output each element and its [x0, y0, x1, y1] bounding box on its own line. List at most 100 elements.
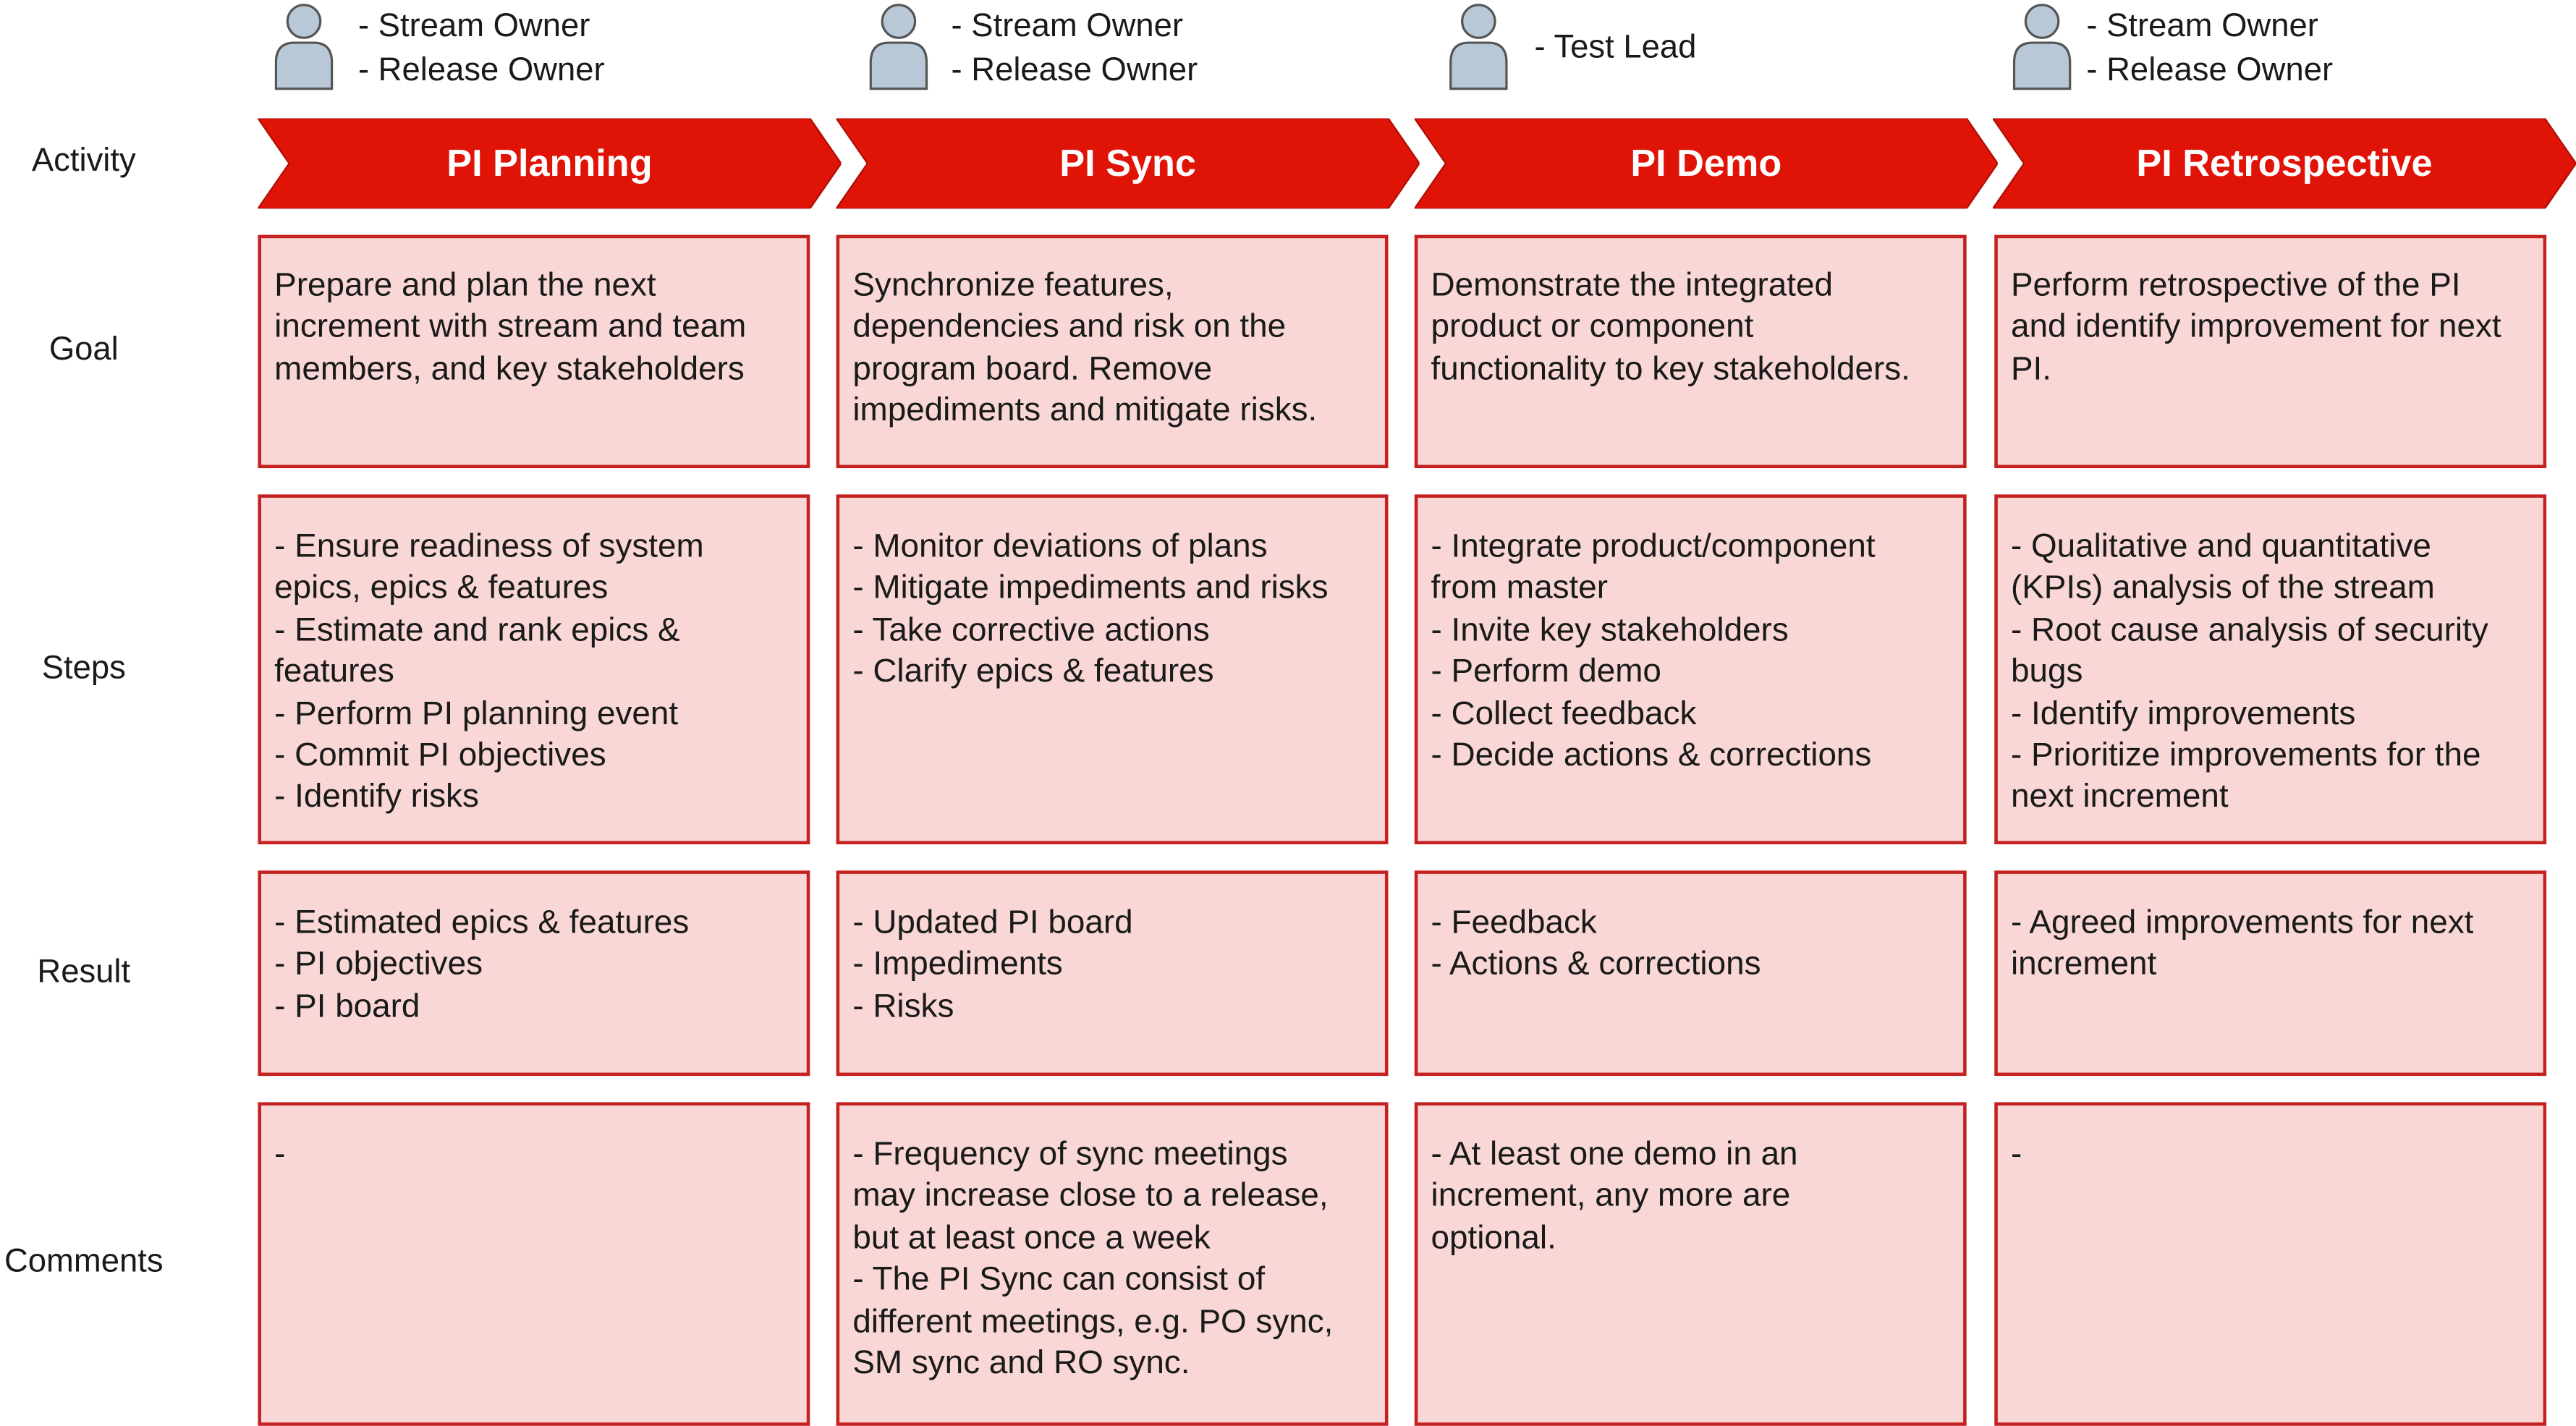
comments-item-line: may increase close to a release,: [852, 1178, 1329, 1215]
result-item-line: - Updated PI board: [852, 904, 1133, 941]
goal-text: Synchronize features,: [852, 268, 1174, 305]
person-icon: [1449, 4, 1508, 90]
person-icon: [274, 4, 334, 90]
goal-text: members, and key stakeholders: [274, 351, 745, 388]
row-label-comments: Comments: [4, 1243, 164, 1280]
role-header: - Stream Owner - Release Owner: [866, 0, 1444, 98]
activity-arrow: PI Demo: [1414, 118, 1998, 209]
steps-item-line: from master: [1431, 570, 1609, 607]
steps-item-line: - Qualitative and quantitative: [2010, 529, 2431, 566]
activity-arrow: PI Planning: [258, 118, 842, 209]
result-item-line: - Risks: [852, 988, 954, 1025]
goal-text: product or component: [1431, 309, 1754, 346]
result-item-line: - PI objectives: [274, 946, 483, 983]
comments-item-line: increment, any more are: [1431, 1178, 1791, 1215]
comment-text: -: [274, 1137, 286, 1174]
role-names: - Stream Owner - Release Owner: [358, 5, 605, 94]
comments-item-line: SM sync and RO sync.: [852, 1345, 1190, 1382]
activity-title: PI Demo: [1630, 141, 1782, 184]
steps-item-line: - Estimate and rank epics &: [274, 612, 680, 649]
steps-item-line: epics, epics & features: [274, 570, 609, 607]
role-header: - Stream Owner - Release Owner: [271, 0, 850, 98]
result-item-line: - Impediments: [852, 946, 1063, 983]
result-box: - Estimated epics & features- PI objecti…: [258, 870, 810, 1077]
steps-item-line: - Take corrective actions: [852, 612, 1210, 649]
comments-box: -: [258, 1102, 810, 1426]
comments-item-line: - Frequency of sync meetings: [852, 1137, 1288, 1174]
chevron-shape: [258, 118, 842, 209]
person-icon: [869, 4, 928, 90]
comments-item-line: different meetings, e.g. PO sync,: [852, 1303, 1334, 1340]
activity-title: PI Planning: [446, 141, 653, 184]
comments-item-line: - The PI Sync can consist of: [852, 1262, 1266, 1299]
role-header: - Stream Owner - Release Owner: [2009, 0, 2576, 98]
result-box: - Updated PI board - Impediments - Risks: [836, 870, 1389, 1077]
result-item-line: - PI board: [274, 988, 420, 1025]
goal-box: Demonstrate the integrated product or co…: [1414, 234, 1967, 469]
steps-item-line: (KPIs) analysis of the stream: [2010, 570, 2435, 607]
result-item-line: - Feedback: [1431, 904, 1597, 941]
steps-item-line: - Clarify epics & features: [852, 654, 1214, 691]
role-name: - Stream Owner: [951, 8, 1184, 45]
comments-box: - Frequency of sync meetings may increase…: [836, 1102, 1389, 1426]
role-names: - Stream Owner - Release Owner: [952, 5, 1198, 94]
chevron-shape: [1992, 118, 2576, 209]
role-name: - Stream Owner: [2086, 8, 2318, 45]
comment-text: -: [2010, 1137, 2022, 1174]
steps-item-line: - Perform demo: [1431, 654, 1661, 691]
row-label-result: Result: [37, 954, 131, 991]
goal-text: program board. Remove: [852, 351, 1213, 388]
activity-arrow: PI Sync: [836, 118, 1420, 209]
comments-box: - At least one demo in an increment, any …: [1414, 1102, 1967, 1426]
steps-item-line: - Root cause analysis of security: [2010, 612, 2488, 649]
role-header: - Test Lead: [1446, 0, 2024, 98]
goal-text: Perform retrospective of the PI: [2010, 268, 2461, 305]
role-name: - Stream Owner: [357, 8, 590, 45]
goal-text: Prepare and plan the next: [274, 268, 656, 305]
steps-item-line: bugs: [2010, 654, 2083, 691]
person-icon: [2012, 4, 2072, 90]
goal-text: Demonstrate the integrated: [1431, 268, 1833, 305]
result-item-line: - Actions & corrections: [1431, 946, 1761, 983]
result-box: - Feedback - Actions & corrections: [1414, 870, 1967, 1077]
steps-item-line: - Commit PI objectives: [274, 737, 606, 774]
steps-box: - Qualitative and quantitative (KPIs) ana…: [1994, 494, 2547, 844]
role-names: - Test Lead: [1535, 26, 1697, 70]
steps-item-line: - Monitor deviations of plans: [852, 529, 1268, 566]
comments-item-line: optional.: [1431, 1220, 1556, 1257]
goal-text: impediments and mitigate risks.: [852, 393, 1318, 430]
steps-item-line: - Identify risks: [274, 779, 479, 816]
steps-item-line: next increment: [2010, 779, 2229, 816]
role-name: - Test Lead: [1534, 29, 1697, 66]
role-names: - Stream Owner - Release Owner: [2086, 5, 2333, 94]
goal-box: Perform retrospective of the PI and iden…: [1994, 234, 2547, 469]
result-item-line: - Agreed improvements for next: [2010, 904, 2474, 941]
role-name: - Release Owner: [2086, 52, 2334, 89]
steps-item-line: - Prioritize improvements for the: [2010, 737, 2481, 774]
steps-item-line: - Collect feedback: [1431, 695, 1697, 732]
steps-item-line: - Identify improvements: [2010, 695, 2356, 732]
steps-item-line: - Ensure readiness of system: [274, 529, 704, 566]
steps-item-line: - Invite key stakeholders: [1431, 612, 1789, 649]
result-item-line: increment: [2010, 946, 2157, 983]
role-name: - Release Owner: [951, 52, 1198, 89]
steps-item-line: features: [274, 654, 394, 691]
chevron-shape: [1414, 118, 1998, 209]
chevron-shape: [836, 118, 1420, 209]
steps-item-line: - Integrate product/component: [1431, 529, 1876, 566]
result-box: - Agreed improvements for next increment: [1994, 870, 2547, 1077]
steps-item-line: - Perform PI planning event: [274, 695, 679, 732]
steps-item-line: - Decide actions & corrections: [1431, 737, 1872, 774]
goal-text: increment with stream and team: [274, 309, 747, 346]
steps-box: - Monitor deviations of plans- Mitigate …: [836, 494, 1389, 844]
comments-item-line: - At least one demo in an: [1431, 1137, 1798, 1174]
goal-text: and identify improvement for next: [2010, 309, 2501, 346]
activity-title: PI Retrospective: [2136, 141, 2433, 184]
role-name: - Release Owner: [357, 52, 605, 89]
goal-box: Prepare and plan the next increment with…: [258, 234, 810, 469]
comments-box: -: [1994, 1102, 2547, 1426]
comments-item-line: but at least once a week: [852, 1220, 1211, 1257]
activity-title: PI Sync: [1059, 141, 1196, 184]
row-label-goal: Goal: [48, 331, 119, 368]
